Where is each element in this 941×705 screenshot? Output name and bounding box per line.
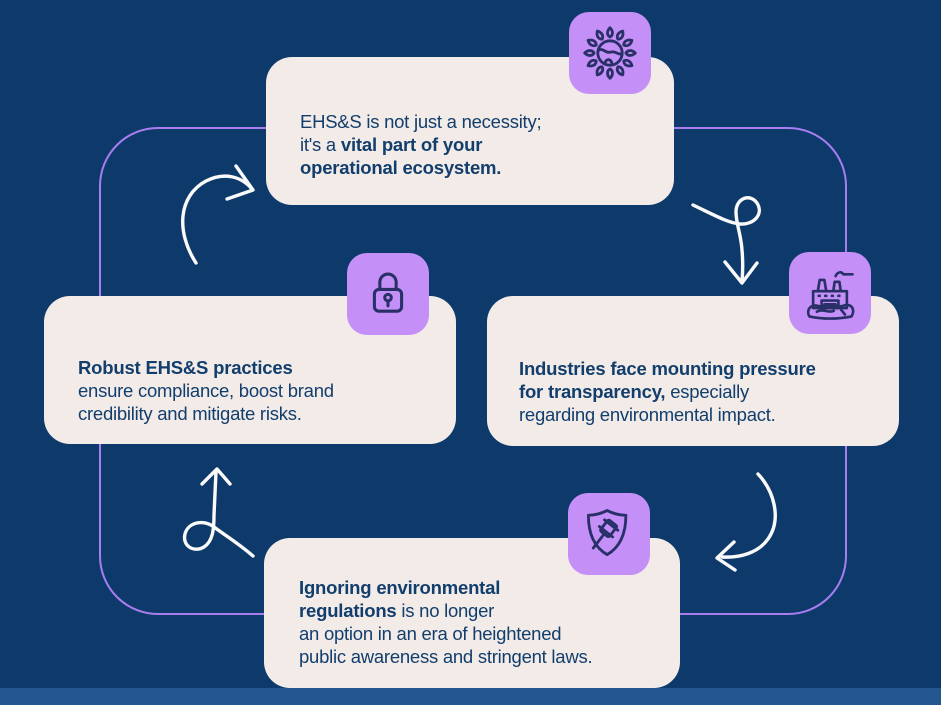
text-line: especially	[665, 380, 750, 402]
text-line: regarding environmental impact.	[519, 403, 776, 425]
badge-shield-gavel	[568, 493, 650, 575]
padlock-icon	[372, 272, 404, 313]
text-line: EHS&S is not just a necessity;	[300, 110, 542, 132]
card-operational-ecosystem: EHS&S is not just a necessity; it's a vi…	[266, 57, 674, 205]
factory-icon	[806, 271, 855, 320]
text-bold: operational ecosystem.	[300, 156, 502, 178]
arrow-right-to-bottom-icon	[715, 472, 777, 572]
text-bold: for transparency,	[519, 380, 666, 402]
arrow-left-to-top-icon	[181, 164, 255, 265]
text-bold: Robust EHS&S practices	[78, 356, 293, 378]
text-line: public awareness and stringent laws.	[299, 646, 593, 667]
eco-globe-icon	[583, 26, 637, 80]
text-line: credibility and mitigate risks.	[78, 402, 302, 424]
text-bold: Industries face mounting pressure	[519, 357, 816, 379]
shield-gavel-icon	[586, 509, 628, 557]
text-line: it's a	[300, 133, 341, 155]
card-text: EHS&S is not just a necessity; it's a vi…	[300, 110, 650, 179]
footer-accent-bar	[0, 688, 941, 705]
card-text: Ignoring environmental regulations is no…	[299, 576, 660, 668]
arrow-bottom-to-left-icon	[182, 467, 255, 558]
card-text: Industries face mounting pressure for tr…	[519, 357, 879, 426]
card-text: Robust EHS&S practices ensure compliance…	[78, 356, 436, 425]
text-line: ensure compliance, boost brand	[78, 379, 334, 401]
text-bold: vital part of your	[340, 133, 483, 155]
badge-eco-globe	[569, 12, 651, 94]
text-bold: Ignoring environmental	[299, 577, 501, 598]
badge-factory	[789, 252, 871, 334]
badge-padlock	[347, 253, 429, 335]
text-bold: regulations	[299, 600, 397, 621]
arrow-top-to-right-icon	[691, 196, 761, 285]
text-line: an option in an era of heightened	[299, 623, 562, 644]
text-line: is no longer	[396, 600, 495, 621]
